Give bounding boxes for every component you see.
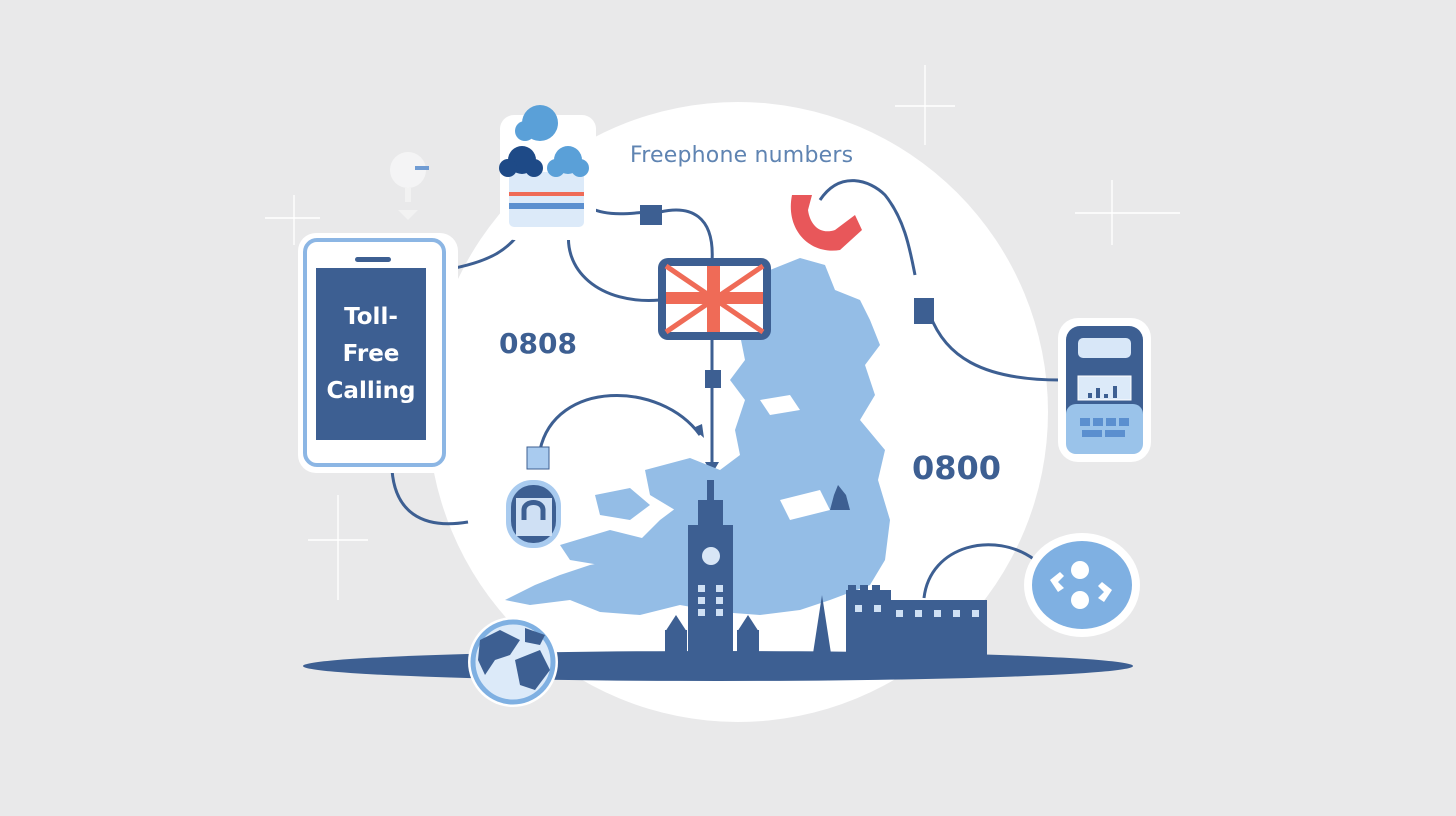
phone-screen-text: Toll- Free Calling — [316, 268, 426, 440]
phone-line-1: Toll- — [344, 303, 398, 330]
padlock-headset-icon — [506, 446, 561, 548]
phone-line-3: Calling — [326, 377, 416, 404]
map-details — [760, 395, 830, 520]
share-network-icon — [1024, 533, 1140, 637]
background-circle — [428, 102, 1048, 722]
connector-node — [705, 370, 721, 388]
cloud-server-icon — [499, 105, 596, 240]
connector-node — [640, 205, 662, 225]
freephone-title: Freephone numbers — [630, 143, 854, 168]
payment-terminal-icon — [1058, 318, 1151, 462]
lightbulb-icon — [390, 152, 429, 220]
skyline-windows — [698, 547, 979, 617]
mobile-phone-icon — [298, 233, 458, 473]
uk-flag-icon — [658, 258, 771, 340]
number-0808: 0808 — [499, 327, 577, 360]
connector-node — [914, 298, 934, 324]
globe-icon — [468, 617, 558, 707]
arrow-head — [693, 424, 704, 438]
telephone-handset-icon — [790, 195, 862, 251]
phone-line-2: Free — [342, 340, 400, 367]
connector-lines — [390, 179, 1061, 599]
number-0800: 0800 — [912, 449, 1002, 487]
sparkle-icons — [265, 65, 1180, 600]
